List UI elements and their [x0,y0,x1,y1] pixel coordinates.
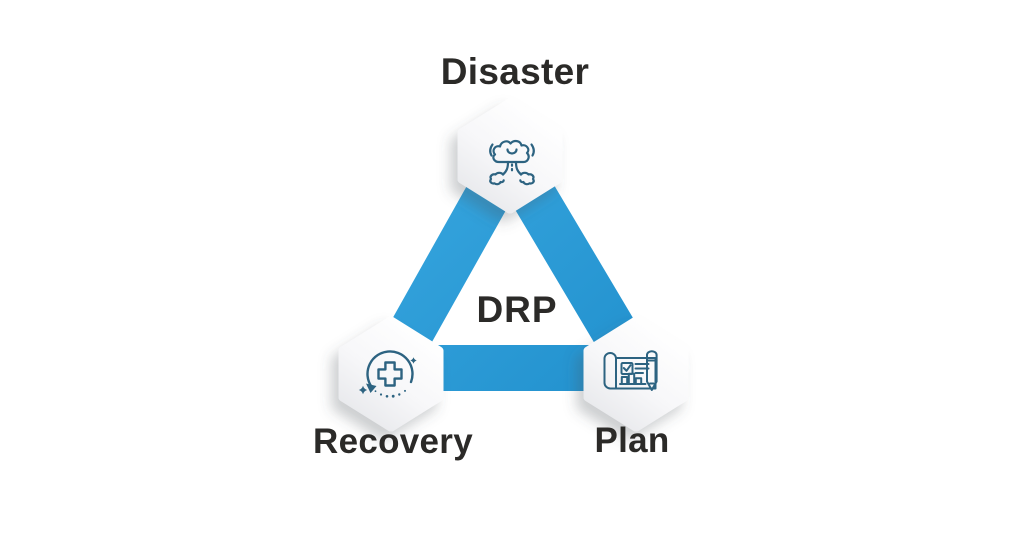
triangle-connector-bars [368,133,659,391]
mushroom-cloud-explosion-icon [489,139,535,186]
hexagon-recovery [343,321,439,427]
hexagon-disaster [462,103,558,209]
recovery-label: Recovery [312,422,474,461]
disaster-label: Disaster [440,51,590,92]
plan-label: Plan [594,421,670,460]
drp-center-label: DRP [476,289,558,330]
blueprint-checklist-pencil-icon [603,350,658,391]
medical-cross-restore-arrow-icon [358,350,417,398]
